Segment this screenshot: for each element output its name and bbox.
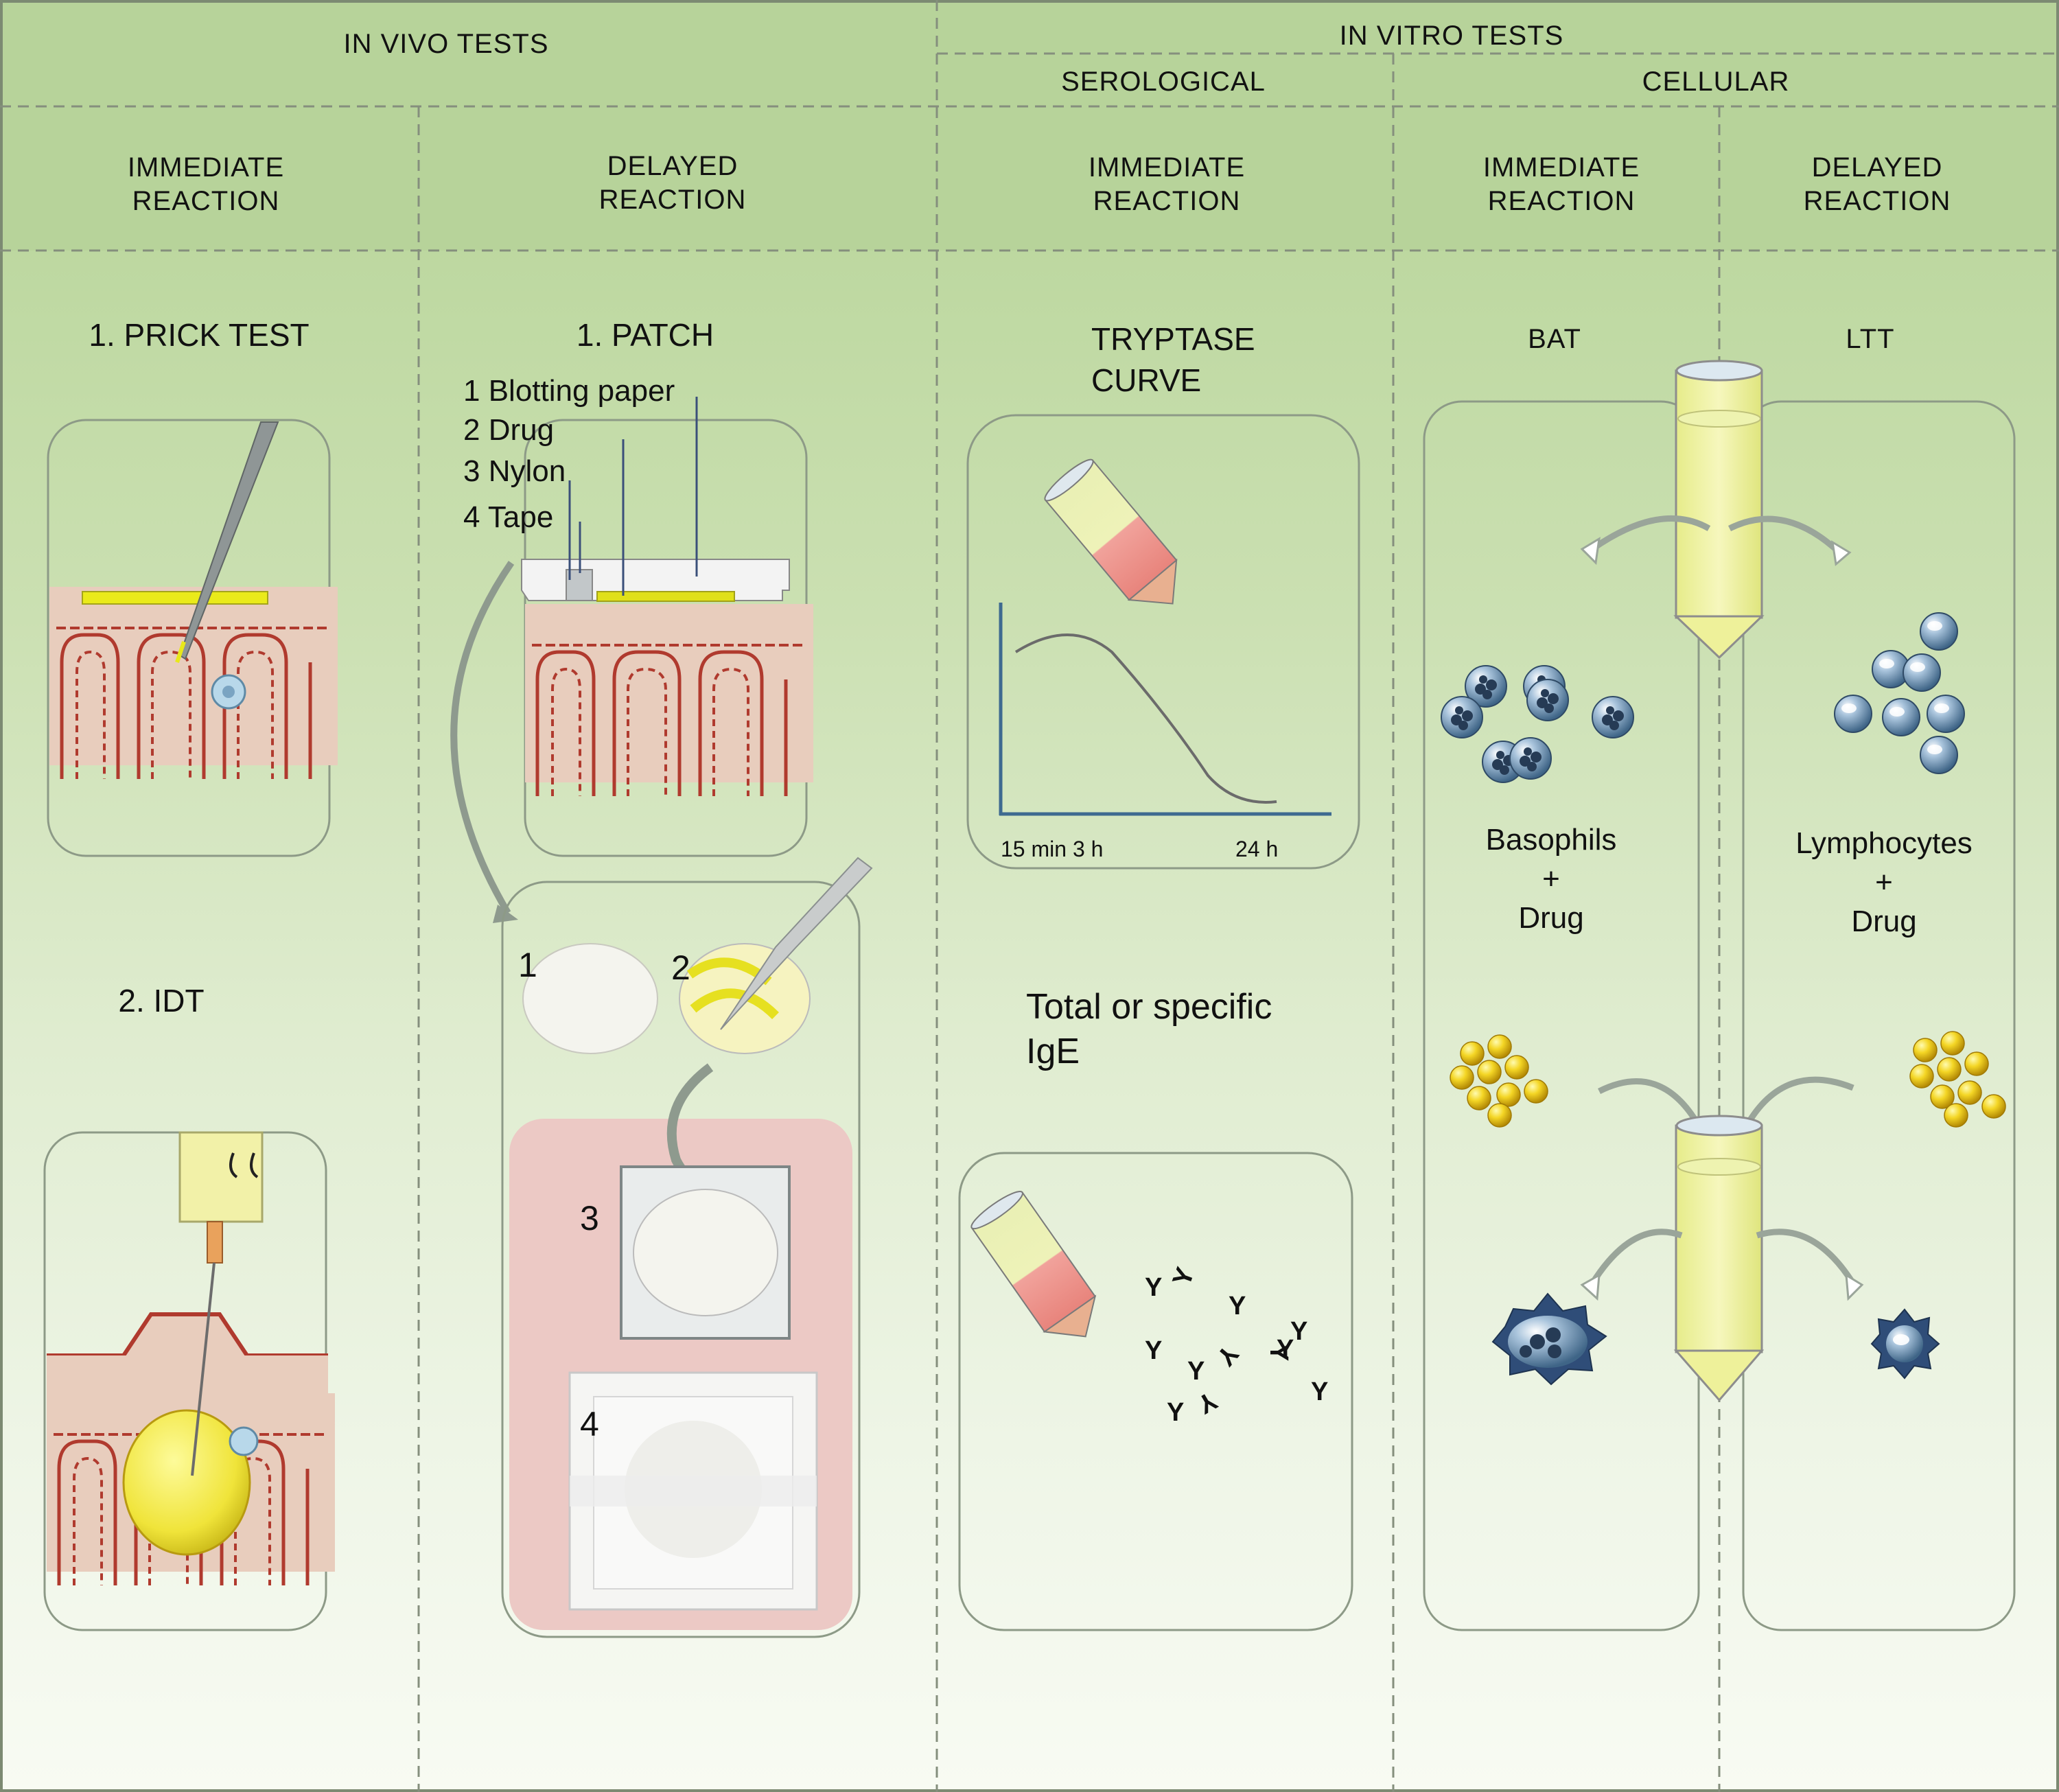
tryptase-curve-line xyxy=(1016,635,1277,802)
activated-basophil-icon xyxy=(1493,1294,1606,1384)
patch-layer-3: 3 Nylon xyxy=(463,453,566,490)
mast-cell-icon xyxy=(212,675,245,708)
tryptase-tick-left: 15 min 3 h xyxy=(1001,836,1103,863)
ltt-title: LTT xyxy=(1802,323,1939,356)
tryptase-panel xyxy=(968,415,1359,868)
arrow-icon xyxy=(454,563,511,913)
basophil-cells xyxy=(1441,666,1633,782)
patch-layer-2: 2 Drug xyxy=(463,412,554,449)
svg-text:Y: Y xyxy=(1229,1292,1246,1320)
arrow-icon xyxy=(1592,1232,1682,1283)
activated-lymphocyte-icon xyxy=(1872,1310,1939,1378)
skin-section-patch xyxy=(525,604,813,796)
serological-header: SEROLOGICAL xyxy=(1026,65,1301,99)
basophils-drug-label: Basophils + Drug xyxy=(1441,820,1661,938)
arrow-icon xyxy=(1599,1082,1699,1126)
immediate-reaction-header: IMMEDIATE REACTION xyxy=(1023,151,1311,218)
test-tube-icon xyxy=(1676,1116,1762,1400)
immediate-reaction-header: IMMEDIATE REACTION xyxy=(62,151,350,218)
immediate-reaction-header: IMMEDIATE REACTION xyxy=(1417,151,1706,218)
vial-icon xyxy=(968,1187,1111,1354)
tryptase-curve-title: TRYPTASE CURVE xyxy=(1091,319,1255,402)
step-number: 4 xyxy=(580,1404,599,1445)
tryptase-tick-right: 24 h xyxy=(1235,836,1278,863)
in-vivo-tests-header: IN VIVO TESTS xyxy=(309,27,583,61)
drug-particles-left xyxy=(1450,1035,1548,1127)
drug-particles-right xyxy=(1910,1032,2005,1127)
step-number: 1 xyxy=(518,944,537,986)
bat-panel xyxy=(1424,402,1699,1630)
delayed-reaction-header: DELAYED REACTION xyxy=(528,150,817,217)
svg-text:Y: Y xyxy=(1145,1336,1162,1365)
in-vitro-tests-header: IN VITRO TESTS xyxy=(1314,19,1589,53)
prick-test-title: 1. PRICK TEST xyxy=(62,316,336,354)
bat-title: BAT xyxy=(1486,323,1623,356)
svg-text:Y: Y xyxy=(1277,1335,1294,1364)
step-number: 3 xyxy=(580,1198,599,1240)
intradermal-bleb xyxy=(124,1410,250,1555)
step-number: 2 xyxy=(671,947,690,989)
svg-text:Y: Y xyxy=(1192,1386,1222,1419)
arrow-icon xyxy=(1757,1232,1853,1283)
svg-text:Y: Y xyxy=(1167,1264,1200,1290)
syringe-icon xyxy=(180,1132,262,1222)
patch-title: 1. PATCH xyxy=(542,316,748,354)
idt-title: 2. IDT xyxy=(75,981,247,1020)
delayed-reaction-header: DELAYED REACTION xyxy=(1733,151,2021,218)
cellular-header: CELLULAR xyxy=(1579,65,1853,99)
test-tube-icon xyxy=(1676,361,1762,658)
lymphocyte-cells xyxy=(1835,613,1964,773)
patch-layer-4: 4 Tape xyxy=(463,499,553,536)
svg-text:Y: Y xyxy=(1167,1398,1184,1427)
ige-title: Total or specific IgE xyxy=(1026,985,1272,1074)
svg-text:Y: Y xyxy=(1187,1357,1205,1386)
svg-text:Y: Y xyxy=(1211,1339,1244,1371)
svg-text:Y: Y xyxy=(1311,1377,1328,1406)
patch-layer-1: 1 Blotting paper xyxy=(463,373,675,410)
lymphocytes-drug-label: Lymphocytes + Drug xyxy=(1757,824,2011,942)
svg-text:Y: Y xyxy=(1145,1273,1162,1302)
vial-icon xyxy=(1041,455,1196,624)
blotting-paper-disc xyxy=(523,944,658,1054)
arrow-icon xyxy=(1747,1080,1853,1126)
tryptase-curve-plot xyxy=(999,603,1331,815)
ltt-panel xyxy=(1743,402,2014,1630)
